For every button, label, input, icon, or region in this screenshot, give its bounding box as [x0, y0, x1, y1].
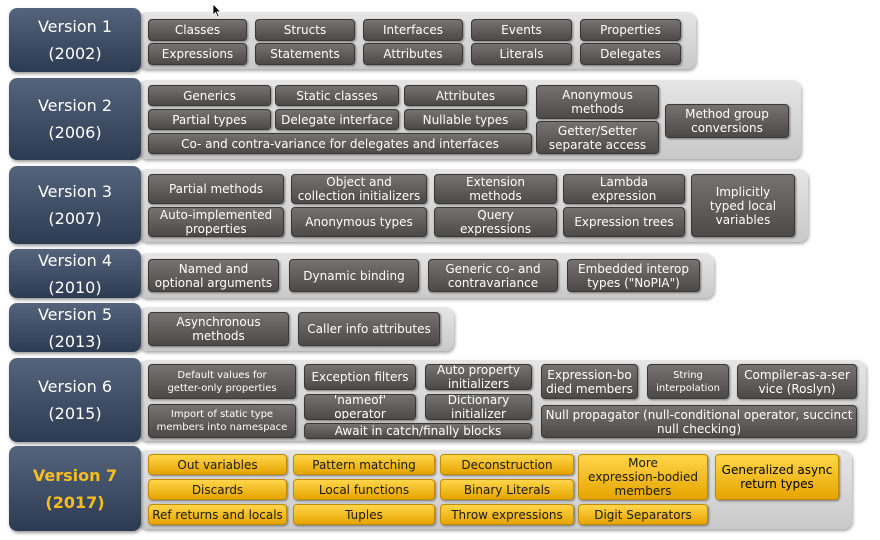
- version-1-label: Version 1 (2002): [9, 8, 141, 72]
- feature-null-propagator: Null propagator (null-conditional operat…: [541, 405, 857, 438]
- feature-anonymous-methods: Anonymous methods: [536, 85, 659, 119]
- feature-attributes-v2: Attributes: [404, 85, 527, 106]
- feature-digit-separators: Digit Separators: [578, 504, 708, 525]
- feature-default-values-getter-only: Default values for getter-only propertie…: [148, 364, 296, 399]
- feature-interfaces: Interfaces: [363, 19, 463, 41]
- feature-partial-types: Partial types: [148, 109, 271, 130]
- feature-expression-bodied-members: Expression-bo died members: [541, 364, 638, 399]
- feature-implicitly-typed-locals: Implicitly typed local variables: [691, 174, 795, 237]
- feature-expression-trees: Expression trees: [563, 207, 685, 237]
- feature-more-expression-bodied-members: More expression-bodied members: [578, 454, 708, 500]
- feature-nullable-types: Nullable types: [404, 109, 527, 130]
- feature-discards: Discards: [148, 479, 287, 500]
- feature-auto-implemented-properties: Auto-implemented properties: [148, 207, 284, 237]
- version-5-year: (2013): [48, 331, 102, 351]
- version-3-name: Version 3: [37, 182, 113, 201]
- feature-getter-setter-access: Getter/Setter separate access: [536, 121, 659, 154]
- feature-auto-property-initializers: Auto property initializers: [425, 364, 532, 390]
- version-6-label: Version 6 (2015): [9, 358, 141, 442]
- version-2-name: Version 2: [37, 96, 113, 115]
- feature-co-contra-variance-delegates: Co- and contra-variance for delegates an…: [148, 133, 532, 154]
- version-5-label: Version 5 (2013): [9, 303, 141, 352]
- mouse-cursor-icon: [212, 3, 222, 18]
- version-7-name: Version 7: [32, 465, 118, 485]
- feature-statements: Statements: [255, 43, 355, 65]
- feature-literals: Literals: [471, 43, 572, 65]
- feature-delegates: Delegates: [580, 43, 681, 65]
- feature-generic-co-contravariance: Generic co- and contravariance: [428, 259, 558, 292]
- version-6-name: Version 6: [37, 377, 113, 396]
- feature-object-collection-initializers: Object and collection initializers: [291, 174, 427, 204]
- feature-local-functions: Local functions: [293, 479, 435, 500]
- version-4-label: Version 4 (2010): [9, 249, 141, 298]
- version-7-label: Version 7 (2017): [9, 446, 141, 531]
- feature-import-static-type-members: Import of static type members into names…: [148, 404, 296, 438]
- feature-await-catch-finally: Await in catch/finally blocks: [304, 423, 532, 439]
- version-1-name: Version 1: [37, 17, 113, 36]
- feature-anonymous-types: Anonymous types: [291, 207, 427, 237]
- feature-pattern-matching: Pattern matching: [293, 454, 435, 475]
- feature-generalized-async-return-types: Generalized async return types: [715, 454, 839, 500]
- feature-nameof-operator: 'nameof' operator: [304, 394, 416, 420]
- feature-string-interpolation: String interpolation: [647, 364, 729, 399]
- feature-embedded-interop-types: Embedded interop types ("NoPIA"): [567, 259, 700, 292]
- feature-method-group-conversions: Method group conversions: [665, 104, 789, 138]
- feature-lambda-expression: Lambda expression: [563, 174, 685, 204]
- version-6-year: (2015): [48, 404, 102, 423]
- feature-delegate-interface: Delegate interface: [275, 109, 399, 130]
- feature-dynamic-binding: Dynamic binding: [289, 259, 419, 292]
- version-2-label: Version 2 (2006): [9, 78, 141, 160]
- feature-events: Events: [471, 19, 572, 41]
- feature-caller-info-attributes: Caller info attributes: [298, 312, 440, 346]
- feature-expressions: Expressions: [148, 43, 247, 65]
- feature-asynchronous-methods: Asynchronous methods: [148, 312, 289, 346]
- version-3-year: (2007): [48, 209, 102, 228]
- version-1-year: (2002): [48, 44, 102, 63]
- feature-exception-filters: Exception filters: [304, 364, 416, 390]
- feature-binary-literals: Binary Literals: [440, 479, 574, 500]
- feature-ref-returns-locals: Ref returns and locals: [148, 504, 287, 525]
- feature-query-expressions: Query expressions: [434, 207, 557, 237]
- feature-throw-expressions: Throw expressions: [440, 504, 574, 525]
- version-7-year: (2017): [45, 492, 105, 512]
- feature-extension-methods: Extension methods: [434, 174, 557, 204]
- feature-deconstruction: Deconstruction: [440, 454, 574, 475]
- feature-structs: Structs: [255, 19, 355, 41]
- feature-compiler-as-a-service: Compiler-as-a-ser vice (Roslyn): [737, 364, 857, 399]
- version-2-year: (2006): [48, 123, 102, 142]
- feature-classes: Classes: [148, 19, 247, 41]
- version-5-name: Version 5: [37, 304, 113, 324]
- feature-named-optional-arguments: Named and optional arguments: [148, 259, 279, 292]
- feature-static-classes: Static classes: [275, 85, 399, 106]
- version-4-name: Version 4: [37, 250, 113, 270]
- feature-generics: Generics: [148, 85, 271, 106]
- feature-out-variables: Out variables: [148, 454, 287, 475]
- version-3-label: Version 3 (2007): [9, 166, 141, 244]
- feature-partial-methods: Partial methods: [148, 174, 284, 204]
- feature-tuples: Tuples: [293, 504, 435, 525]
- version-4-year: (2010): [48, 277, 102, 297]
- feature-properties: Properties: [580, 19, 681, 41]
- feature-dictionary-initializer: Dictionary initializer: [425, 394, 532, 420]
- feature-attributes-v1: Attributes: [363, 43, 463, 65]
